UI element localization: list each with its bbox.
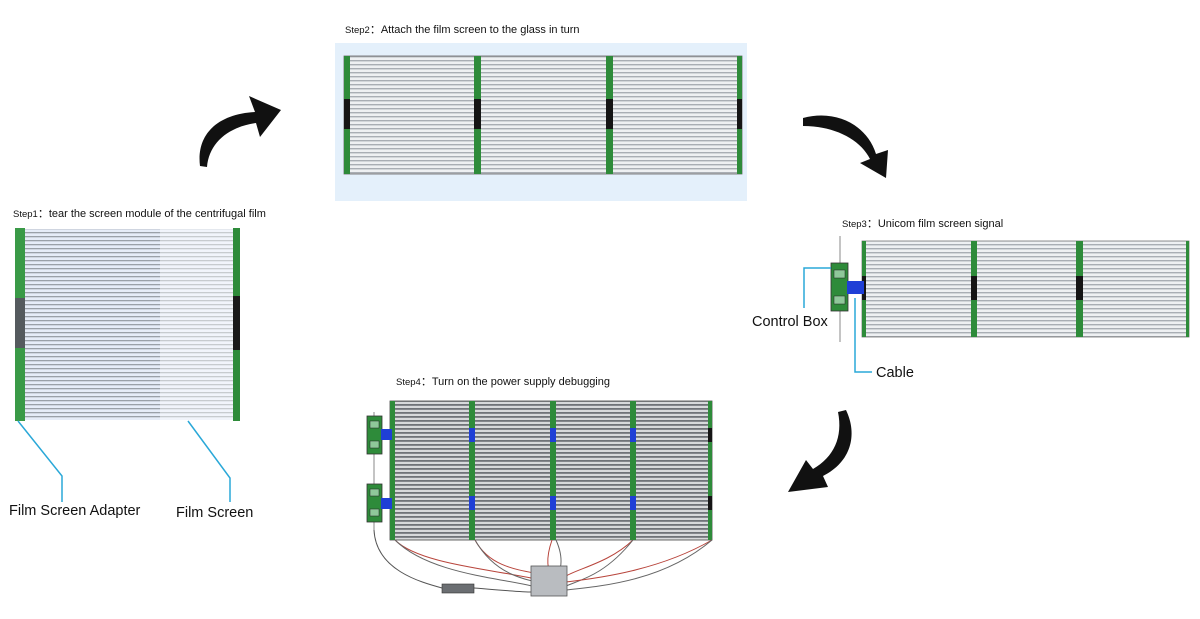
- step3-film-panel: [861, 240, 1190, 338]
- control-box-callout-line: [803, 267, 831, 308]
- step1-separator: ：: [37, 208, 49, 220]
- step2-text: Attach the film screen to the glass in t…: [380, 24, 580, 36]
- step2-number: Step2: [345, 25, 370, 36]
- step1-text: tear the screen module of the centrifuga…: [48, 208, 266, 220]
- arrow-step1-to-step2: [199, 96, 281, 167]
- film-screen-adapter-label: Film Screen Adapter: [9, 503, 141, 519]
- step2-film-panel: [343, 55, 743, 175]
- step2-caption: Step2：Attach the film screen to the glas…: [345, 21, 580, 37]
- step1-film-panel: [24, 229, 236, 420]
- cable-label: Cable: [876, 365, 914, 381]
- control-box-label: Control Box: [752, 314, 828, 330]
- step4-wiring: [373, 529, 713, 593]
- film-screen-label: Film Screen: [176, 505, 254, 521]
- step4-separator: ：: [420, 376, 432, 388]
- film-callout-line: [187, 420, 231, 502]
- step4-number: Step4: [396, 377, 421, 388]
- step3-cable: [847, 281, 864, 294]
- step2-glass-assembly: [335, 43, 747, 201]
- step3-separator: ：: [866, 218, 878, 230]
- step3-number: Step3: [842, 219, 867, 230]
- power-supply: [530, 565, 568, 597]
- flow-arrows: [199, 96, 888, 492]
- step3-signal-assembly: [830, 236, 1190, 342]
- adapter-callout-line: [17, 420, 63, 502]
- step3-caption: Step3：Unicom film screen signal: [842, 215, 1003, 231]
- step4-caption: Step4：Turn on the power supply debugging: [396, 373, 610, 389]
- step1-film-module: [15, 228, 240, 421]
- step1-number: Step1: [13, 209, 38, 220]
- arrow-step3-to-step4: [788, 410, 852, 492]
- arrow-step2-to-step3: [803, 115, 888, 178]
- step1-callout-lines: [17, 420, 231, 502]
- step1-caption: Step1：tear the screen module of the cent…: [13, 205, 266, 221]
- step3-callout-lines: [803, 267, 872, 373]
- step4-text: Turn on the power supply debugging: [431, 376, 610, 388]
- step4-power-assembly: [366, 400, 713, 597]
- debug-controller: [441, 583, 475, 594]
- cable-callout-line: [854, 298, 872, 373]
- step2-separator: ：: [369, 24, 381, 36]
- step3-text: Unicom film screen signal: [877, 218, 1004, 230]
- step2-adapters: [344, 56, 742, 174]
